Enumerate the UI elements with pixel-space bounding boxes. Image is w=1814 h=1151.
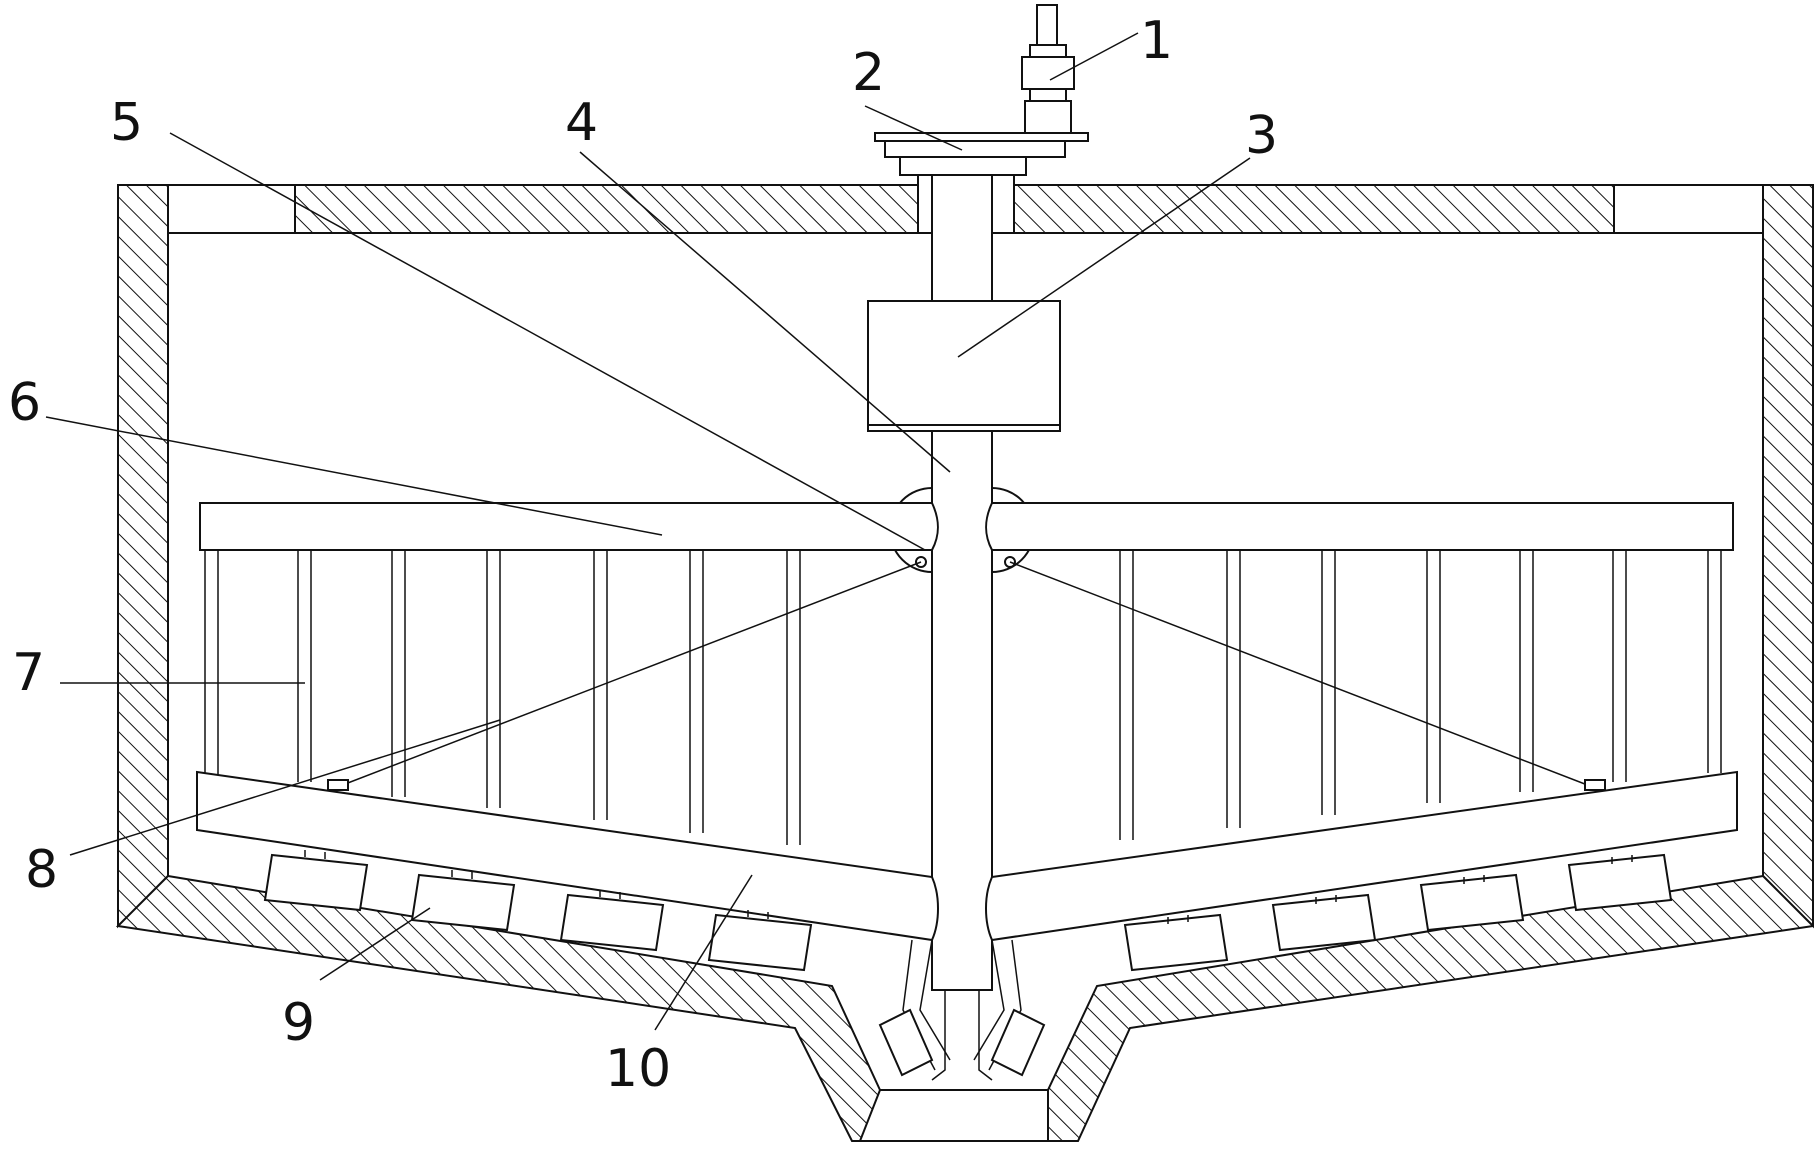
label-10: 10 xyxy=(605,1039,671,1099)
central-shaft xyxy=(931,174,993,991)
label-2: 2 xyxy=(852,43,885,103)
label-3: 3 xyxy=(1245,106,1278,166)
label-7: 7 xyxy=(12,643,45,703)
label-1: 1 xyxy=(1140,11,1173,71)
label-5: 5 xyxy=(110,93,143,153)
label-8: 8 xyxy=(25,840,58,900)
tie-cables xyxy=(327,561,1606,791)
leader-lines xyxy=(45,32,1251,1031)
label-6: 6 xyxy=(8,373,41,433)
label-9: 9 xyxy=(282,993,315,1053)
tank-wall xyxy=(115,184,1814,1142)
part-labels: 1 2 3 4 5 6 7 8 9 10 xyxy=(8,11,1278,1099)
scraper-blades xyxy=(263,850,1673,972)
vertical-rods xyxy=(204,550,1722,845)
sump-scrapers xyxy=(878,939,1046,1081)
gear-box xyxy=(867,300,1061,432)
upper-arm xyxy=(199,502,1734,551)
label-4: 4 xyxy=(565,93,598,153)
scraper-arm xyxy=(196,770,1738,942)
